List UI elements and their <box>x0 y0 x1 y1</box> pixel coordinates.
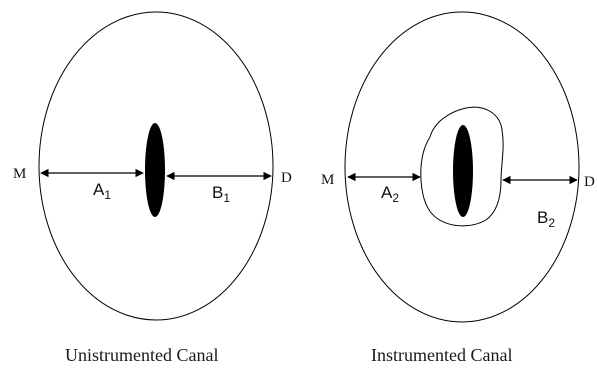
left-mesial-label: M <box>13 166 26 182</box>
left-canal-space <box>145 123 165 217</box>
left-b1-letter: B <box>212 183 223 202</box>
right-distal-label: D <box>584 174 595 190</box>
right-a2-letter: A <box>381 183 393 202</box>
right-a2-subscript: 2 <box>392 191 399 205</box>
right-b2-label: B2 <box>537 208 555 230</box>
right-b2-letter: B <box>537 208 548 227</box>
left-a1-letter: A <box>93 180 105 199</box>
left-a1-label: A1 <box>93 180 111 202</box>
right-caption: Instrumented Canal <box>371 345 513 365</box>
left-a1-subscript: 1 <box>104 188 111 202</box>
right-b2-subscript: 2 <box>548 216 555 230</box>
right-diagram: M D A2 B2 <box>321 11 595 323</box>
right-canal-space <box>453 125 473 217</box>
right-root-outline <box>344 11 580 323</box>
left-distal-label: D <box>281 170 292 186</box>
right-a2-label: A2 <box>381 183 399 205</box>
left-caption: Unistrumented Canal <box>65 345 219 365</box>
right-mesial-label: M <box>321 172 334 188</box>
left-b1-label: B1 <box>212 183 230 205</box>
left-root-outline <box>38 11 274 321</box>
left-diagram: M D A1 B1 <box>13 11 292 321</box>
left-b1-subscript: 1 <box>223 191 230 205</box>
